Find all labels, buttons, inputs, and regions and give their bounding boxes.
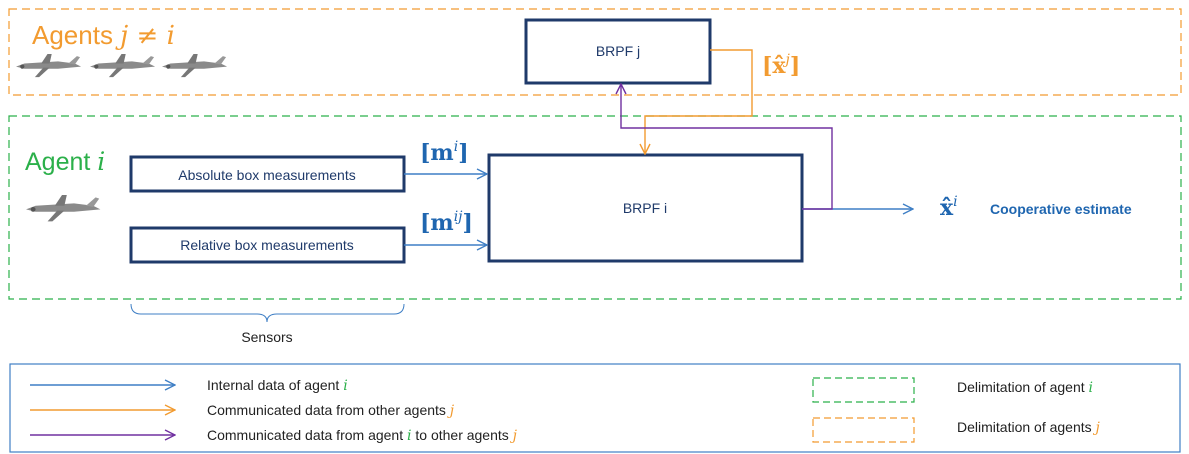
m-ij-label: [mij] [420, 209, 473, 236]
agent-i-region [8, 115, 1182, 300]
brpf-j-block [524, 18, 712, 85]
x-hat-i-label: x̂i [940, 194, 958, 221]
legend-communicated-out-text: Communicated data from agent i to other … [207, 427, 518, 444]
brpf-i-label: BRPF i [623, 200, 667, 216]
legend-internal-text: Internal data of agent i [207, 377, 348, 394]
legend-delim-i-text: Delimitation of agent i [957, 379, 1093, 396]
purple-out-arrow [621, 84, 833, 210]
agent-i-title: Agent i [25, 147, 105, 176]
sensors-brace [130, 303, 405, 323]
m-i-label: [mi] [420, 139, 469, 166]
drone-icon [26, 195, 101, 222]
x-hat-j-label: [x̂j] [762, 52, 800, 79]
relative-measurements-label: Relative box measurements [180, 237, 354, 253]
agents-j-region [8, 8, 1182, 96]
sensors-label: Sensors [241, 329, 292, 345]
relative-measurements-block [129, 226, 406, 264]
legend-delim-i-swatch [812, 377, 915, 403]
drone-icon [16, 54, 82, 78]
cooperative-estimate-label: Cooperative estimate [990, 201, 1132, 217]
drone-icon [162, 54, 228, 78]
agents-j-title: Agents j ≠ i [32, 20, 175, 51]
brpf-i-block [487, 153, 804, 263]
legend-box [9, 363, 1181, 453]
legend-delim-j-text: Delimitation of agents j [957, 419, 1101, 436]
drone-icon [90, 54, 156, 78]
absolute-measurements-label: Absolute box measurements [178, 167, 355, 183]
legend-communicated-in-text: Communicated data from other agents j [207, 402, 455, 419]
brpf-j-label: BRPF j [596, 43, 640, 59]
legend-delim-j-swatch [812, 417, 915, 443]
